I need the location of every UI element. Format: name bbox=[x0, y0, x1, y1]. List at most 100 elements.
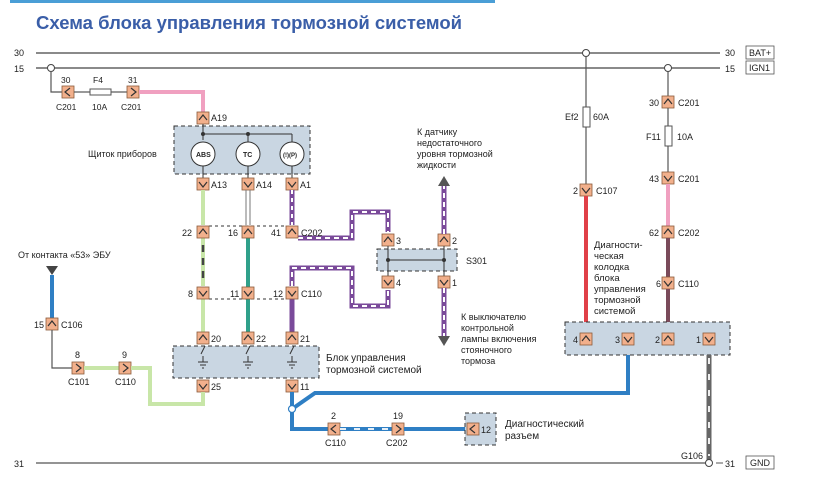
arrow-down-icon bbox=[438, 336, 450, 346]
svg-text:16: 16 bbox=[228, 228, 238, 238]
brake-control-module: 20 22 21 Блок управления тормозной систе… bbox=[172, 331, 422, 393]
diag-connector-label: Диагностический bbox=[505, 419, 584, 430]
svg-text:C202: C202 bbox=[301, 228, 323, 238]
svg-text:22: 22 bbox=[182, 228, 192, 238]
fuse-ef2-label: Ef2 bbox=[565, 112, 579, 122]
svg-text:31: 31 bbox=[725, 459, 735, 469]
svg-text:C101: C101 bbox=[68, 377, 90, 387]
svg-text:2: 2 bbox=[331, 411, 336, 421]
svg-text:31: 31 bbox=[128, 75, 138, 85]
f11-circuit: 30 C201 F11 10A 43 C201 62 C202 6 C110 bbox=[646, 64, 700, 322]
bat-plus-tag: BAT+ bbox=[749, 48, 771, 58]
svg-text:11: 11 bbox=[230, 289, 239, 299]
ebcm-label: Блок управления bbox=[326, 353, 406, 364]
svg-text:C110: C110 bbox=[301, 289, 322, 299]
svg-text:C201: C201 bbox=[56, 102, 77, 112]
svg-text:22: 22 bbox=[256, 334, 266, 344]
gnd-tag: GND bbox=[750, 458, 771, 468]
svg-text:12: 12 bbox=[481, 425, 491, 435]
svg-text:6: 6 bbox=[656, 279, 661, 289]
svg-text:разъем: разъем bbox=[505, 431, 539, 442]
splice-label: S301 bbox=[466, 256, 487, 266]
fuse-f4-label: F4 bbox=[93, 75, 103, 85]
parking-brake-switch-label: К выключателю контрольной лампы включени… bbox=[461, 312, 539, 366]
f4-circuit: 30 C201 F4 10A 31 C201 bbox=[47, 64, 205, 112]
svg-text:9: 9 bbox=[122, 350, 127, 360]
svg-text:TC: TC bbox=[243, 152, 252, 159]
svg-text:тормозной системой: тормозной системой bbox=[326, 365, 422, 376]
svg-text:15: 15 bbox=[725, 64, 735, 74]
ign1-tag: IGN1 bbox=[749, 63, 770, 73]
ef2-circuit: Ef2 60A 2 C107 bbox=[565, 49, 618, 322]
c202-connector-row: 22 16 41 C202 bbox=[182, 225, 323, 239]
svg-text:C202: C202 bbox=[678, 228, 700, 238]
svg-text:8: 8 bbox=[188, 289, 193, 299]
svg-text:21: 21 bbox=[300, 334, 310, 344]
svg-text:10A: 10A bbox=[92, 102, 107, 112]
svg-text:C202: C202 bbox=[386, 438, 408, 448]
svg-text:C201: C201 bbox=[121, 102, 142, 112]
diagnostic-link-connector: Диагности- ческая колодка блока управлен… bbox=[564, 240, 731, 467]
svg-text:(!)(P): (!)(P) bbox=[283, 153, 297, 159]
svg-text:A13: A13 bbox=[211, 180, 227, 190]
svg-text:43: 43 bbox=[649, 174, 659, 184]
ecu-feed-circuit: От контакта «53» ЭБУ 15 C106 8 C101 9 C1… bbox=[18, 250, 205, 406]
svg-text:A19: A19 bbox=[211, 113, 227, 123]
instrument-cluster: A19 Щиток приборов ABS TC (!)(P) A13 A14… bbox=[88, 111, 311, 191]
svg-text:41: 41 bbox=[271, 228, 281, 238]
svg-text:3: 3 bbox=[615, 335, 620, 345]
fuse-f11-label: F11 bbox=[646, 132, 661, 142]
svg-text:C106: C106 bbox=[61, 320, 83, 330]
svg-text:8: 8 bbox=[75, 350, 80, 360]
svg-text:31: 31 bbox=[14, 459, 24, 469]
cluster-label: Щиток приборов bbox=[88, 149, 157, 159]
rail-30: 30 30 BAT+ bbox=[14, 45, 775, 60]
svg-text:2: 2 bbox=[573, 186, 578, 196]
svg-text:2: 2 bbox=[452, 236, 457, 246]
svg-text:19: 19 bbox=[393, 411, 403, 421]
svg-text:C110: C110 bbox=[115, 377, 136, 387]
traction-control-lamp-icon: TC bbox=[235, 141, 261, 167]
dlc-label: Диагности- ческая колодка блока управлен… bbox=[594, 240, 648, 317]
svg-text:30: 30 bbox=[14, 48, 24, 58]
svg-text:C201: C201 bbox=[678, 98, 700, 108]
svg-text:62: 62 bbox=[649, 228, 659, 238]
svg-text:2: 2 bbox=[655, 335, 660, 345]
svg-text:30: 30 bbox=[61, 75, 71, 85]
svg-text:4: 4 bbox=[573, 335, 578, 345]
serial-data-circuit: 2 C110 19 C202 12 Диагностический разъем bbox=[287, 355, 630, 448]
svg-text:C107: C107 bbox=[596, 186, 618, 196]
svg-text:C110: C110 bbox=[678, 279, 699, 289]
svg-text:3: 3 bbox=[396, 236, 401, 246]
svg-text:60A: 60A bbox=[593, 112, 609, 122]
arrow-up-icon bbox=[438, 176, 450, 186]
svg-text:30: 30 bbox=[649, 98, 659, 108]
svg-text:30: 30 bbox=[725, 48, 735, 58]
abs-warning-lamp-icon: ABS bbox=[190, 141, 216, 167]
svg-text:1: 1 bbox=[452, 278, 457, 288]
svg-text:25: 25 bbox=[211, 382, 221, 392]
svg-text:C110: C110 bbox=[325, 438, 346, 448]
ground-g106-label: G106 bbox=[681, 451, 703, 461]
svg-text:11: 11 bbox=[300, 382, 309, 392]
c110-connector-row: 8 11 12 C110 bbox=[188, 286, 322, 300]
ecu-feed-label: От контакта «53» ЭБУ bbox=[18, 250, 111, 260]
svg-text:A1: A1 bbox=[300, 180, 311, 190]
svg-text:15: 15 bbox=[34, 320, 44, 330]
brake-warning-lamp-icon: (!)(P) bbox=[279, 141, 305, 167]
svg-text:ABS: ABS bbox=[196, 152, 211, 159]
page-title: Схема блока управления тормозной системо… bbox=[36, 12, 463, 33]
svg-text:12: 12 bbox=[273, 289, 283, 299]
rail-15: 15 15 IGN1 bbox=[14, 60, 775, 75]
rail-31: 31 31 GND bbox=[14, 455, 775, 470]
splice-s301: 3 2 S301 4 1 К датчику недостаточного ур… bbox=[376, 127, 539, 366]
svg-text:4: 4 bbox=[396, 278, 401, 288]
svg-text:20: 20 bbox=[211, 334, 221, 344]
svg-text:C201: C201 bbox=[678, 174, 700, 184]
cluster-wires bbox=[201, 190, 391, 333]
svg-text:A14: A14 bbox=[256, 180, 272, 190]
svg-text:10A: 10A bbox=[677, 132, 693, 142]
svg-text:1: 1 bbox=[696, 335, 701, 345]
svg-text:15: 15 bbox=[14, 64, 24, 74]
